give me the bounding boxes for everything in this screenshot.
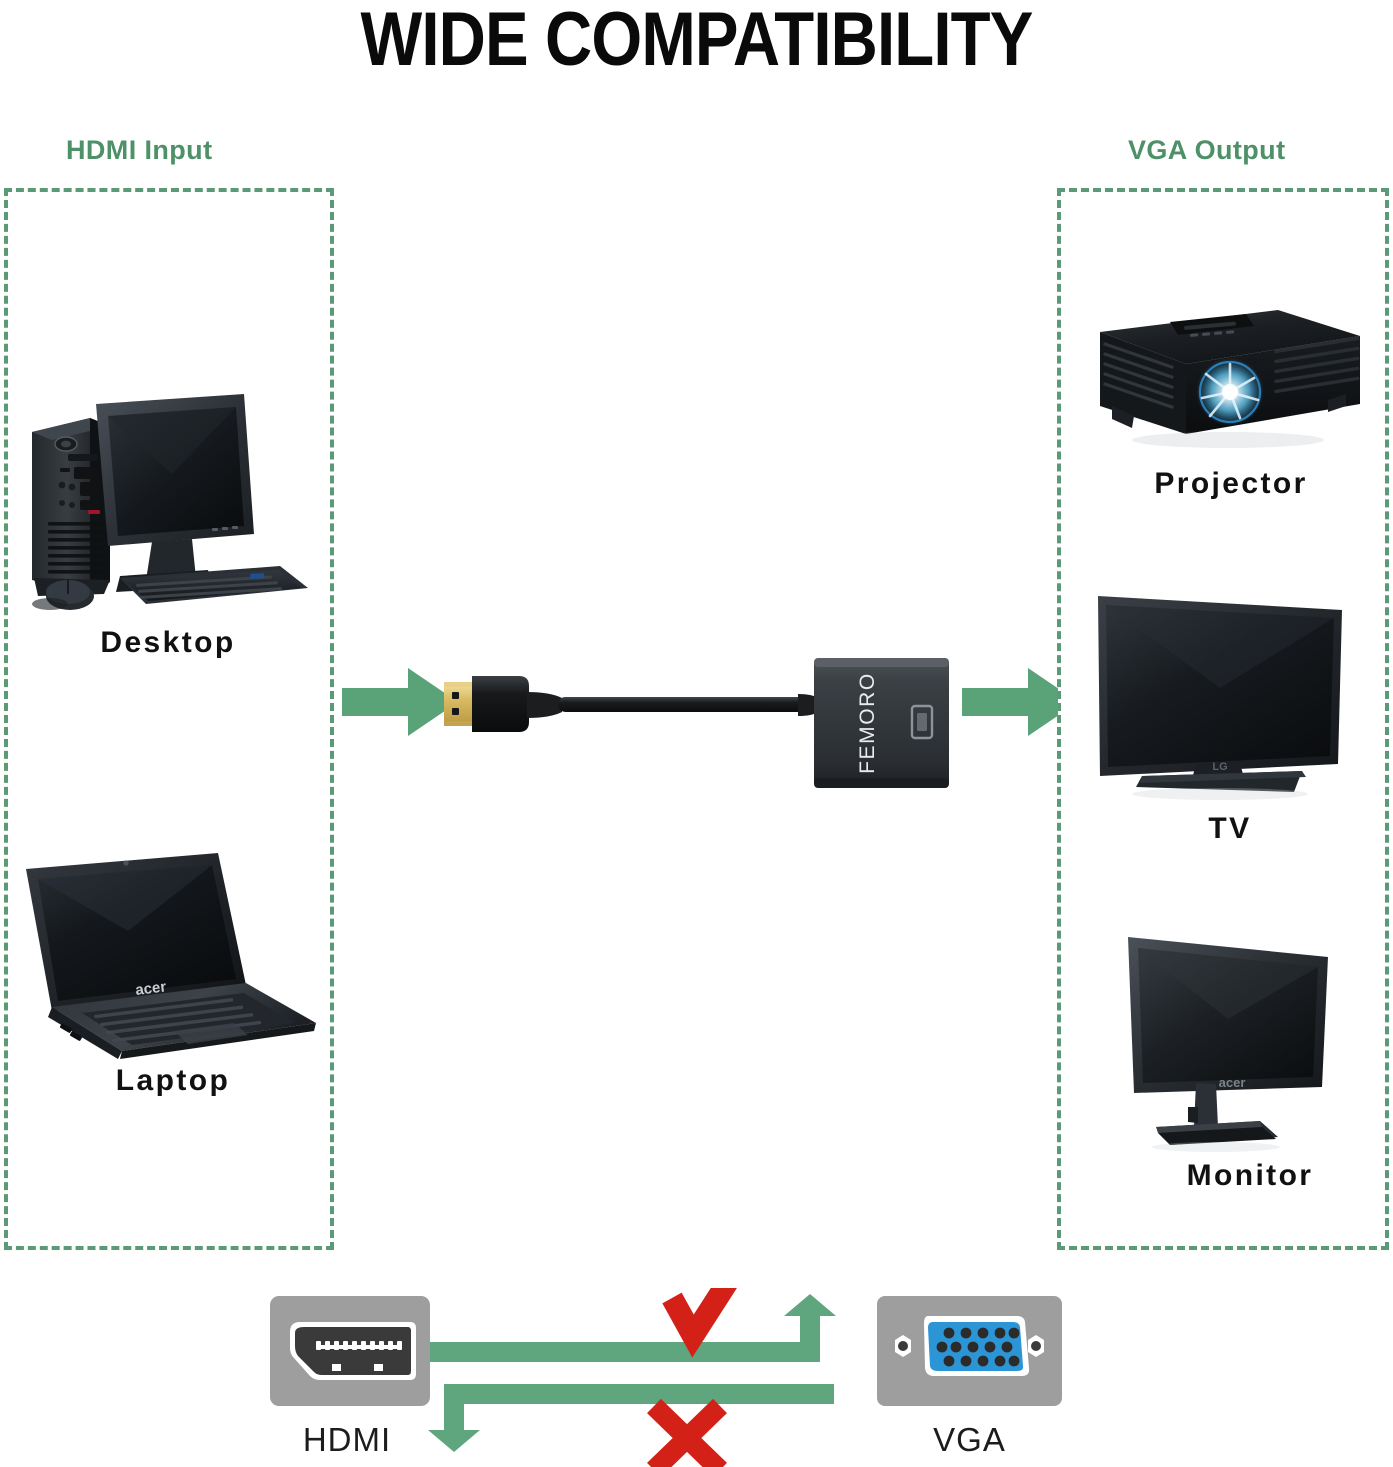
hdmi-cable [558, 697, 806, 712]
direction-support-strip: HDMI VGA [262, 1260, 1072, 1467]
flow-arrows [428, 1294, 836, 1452]
hdmi-to-vga-adapter: FEMORO [814, 658, 949, 788]
vga-output-zone [1057, 188, 1389, 1250]
vga-port-caption: VGA [933, 1421, 1006, 1458]
projector-caption: Projector [1154, 467, 1308, 500]
laptop-caption: Laptop [115, 1064, 231, 1097]
hdmi-plug [444, 682, 474, 726]
arrow-left-to-cable [342, 668, 458, 736]
device-monitor: acer Monitor [1110, 915, 1390, 1193]
check-icon [662, 1260, 748, 1358]
adapter-brand-text: FEMORO [856, 672, 879, 774]
hdmi-port-illustration [270, 1296, 430, 1406]
connection-svg: FEMORO [342, 658, 1078, 788]
arrow-adapter-to-output [962, 668, 1078, 736]
tv-caption: TV [1208, 812, 1252, 845]
device-laptop: acer Laptop [18, 845, 328, 1098]
desktop-caption: Desktop [100, 626, 236, 659]
desktop-computer-icon [32, 394, 308, 610]
hdmi-input-zone [4, 188, 334, 1250]
direction-support-svg [270, 1260, 1062, 1467]
monitor-caption: Monitor [1186, 1159, 1314, 1192]
hdmi-port-caption: HDMI [302, 1421, 392, 1458]
device-projector: Projector [1078, 288, 1384, 501]
hdmi-input-section-label: HDMI Input [66, 135, 213, 165]
hdmi-connector-shell [472, 676, 529, 732]
device-tv: LG TV [1080, 578, 1380, 846]
monitor-brand-logo: acer [1219, 1075, 1246, 1090]
laptop-brand-logo: acer [134, 978, 167, 999]
connection-diagram: FEMORO [336, 650, 1078, 820]
cross-icon [647, 1398, 727, 1467]
projector-icon [1100, 310, 1360, 448]
tv-brand-logo: LG [1212, 761, 1227, 773]
monitor-icon: acer [1128, 937, 1328, 1152]
vga-port-illustration [877, 1296, 1062, 1406]
page-title: WIDE COMPATIBILITY [360, 0, 1034, 82]
laptop-icon: acer [26, 853, 316, 1059]
device-desktop: Desktop [12, 382, 324, 660]
television-icon: LG [1098, 596, 1342, 800]
vga-output-section-label: VGA Output [1128, 135, 1286, 165]
